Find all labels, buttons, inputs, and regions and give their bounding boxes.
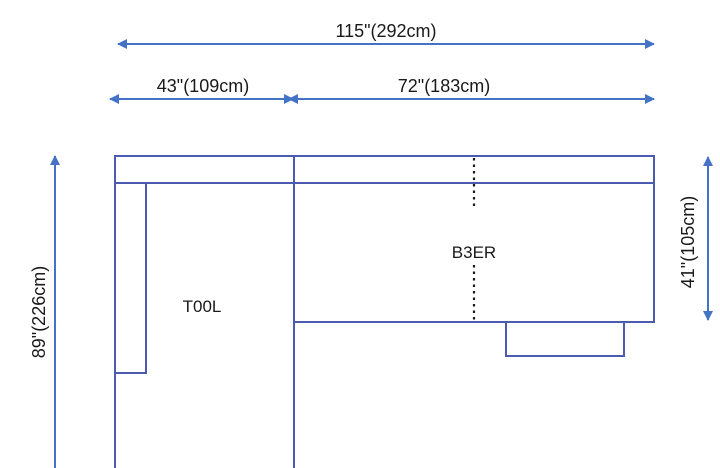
- right-section-seat: [294, 183, 655, 323]
- left-section-width-label: 43"(109cm): [157, 76, 249, 96]
- right-section-label: B3ER: [452, 243, 496, 262]
- right-section-footrest: [505, 322, 625, 357]
- total-width-label: 115"(292cm): [335, 21, 436, 41]
- right-section-depth-label: 41"(105cm): [678, 196, 698, 288]
- total-depth-dimension: 89"(226cm): [29, 155, 60, 468]
- right-section-depth-dimension: 41"(105cm): [678, 156, 713, 321]
- right-section-width-dimension: 72"(183cm): [288, 76, 655, 104]
- backrest: [114, 155, 655, 184]
- right-section-width-label: 72"(183cm): [398, 76, 490, 96]
- total-depth-label: 89"(226cm): [29, 266, 49, 358]
- left-section-label: T00L: [183, 297, 222, 316]
- left-armrest: [115, 183, 147, 374]
- total-width-dimension: 115"(292cm): [117, 21, 655, 49]
- sofa-outline: [114, 155, 655, 468]
- left-section-width-dimension: 43"(109cm): [109, 76, 294, 104]
